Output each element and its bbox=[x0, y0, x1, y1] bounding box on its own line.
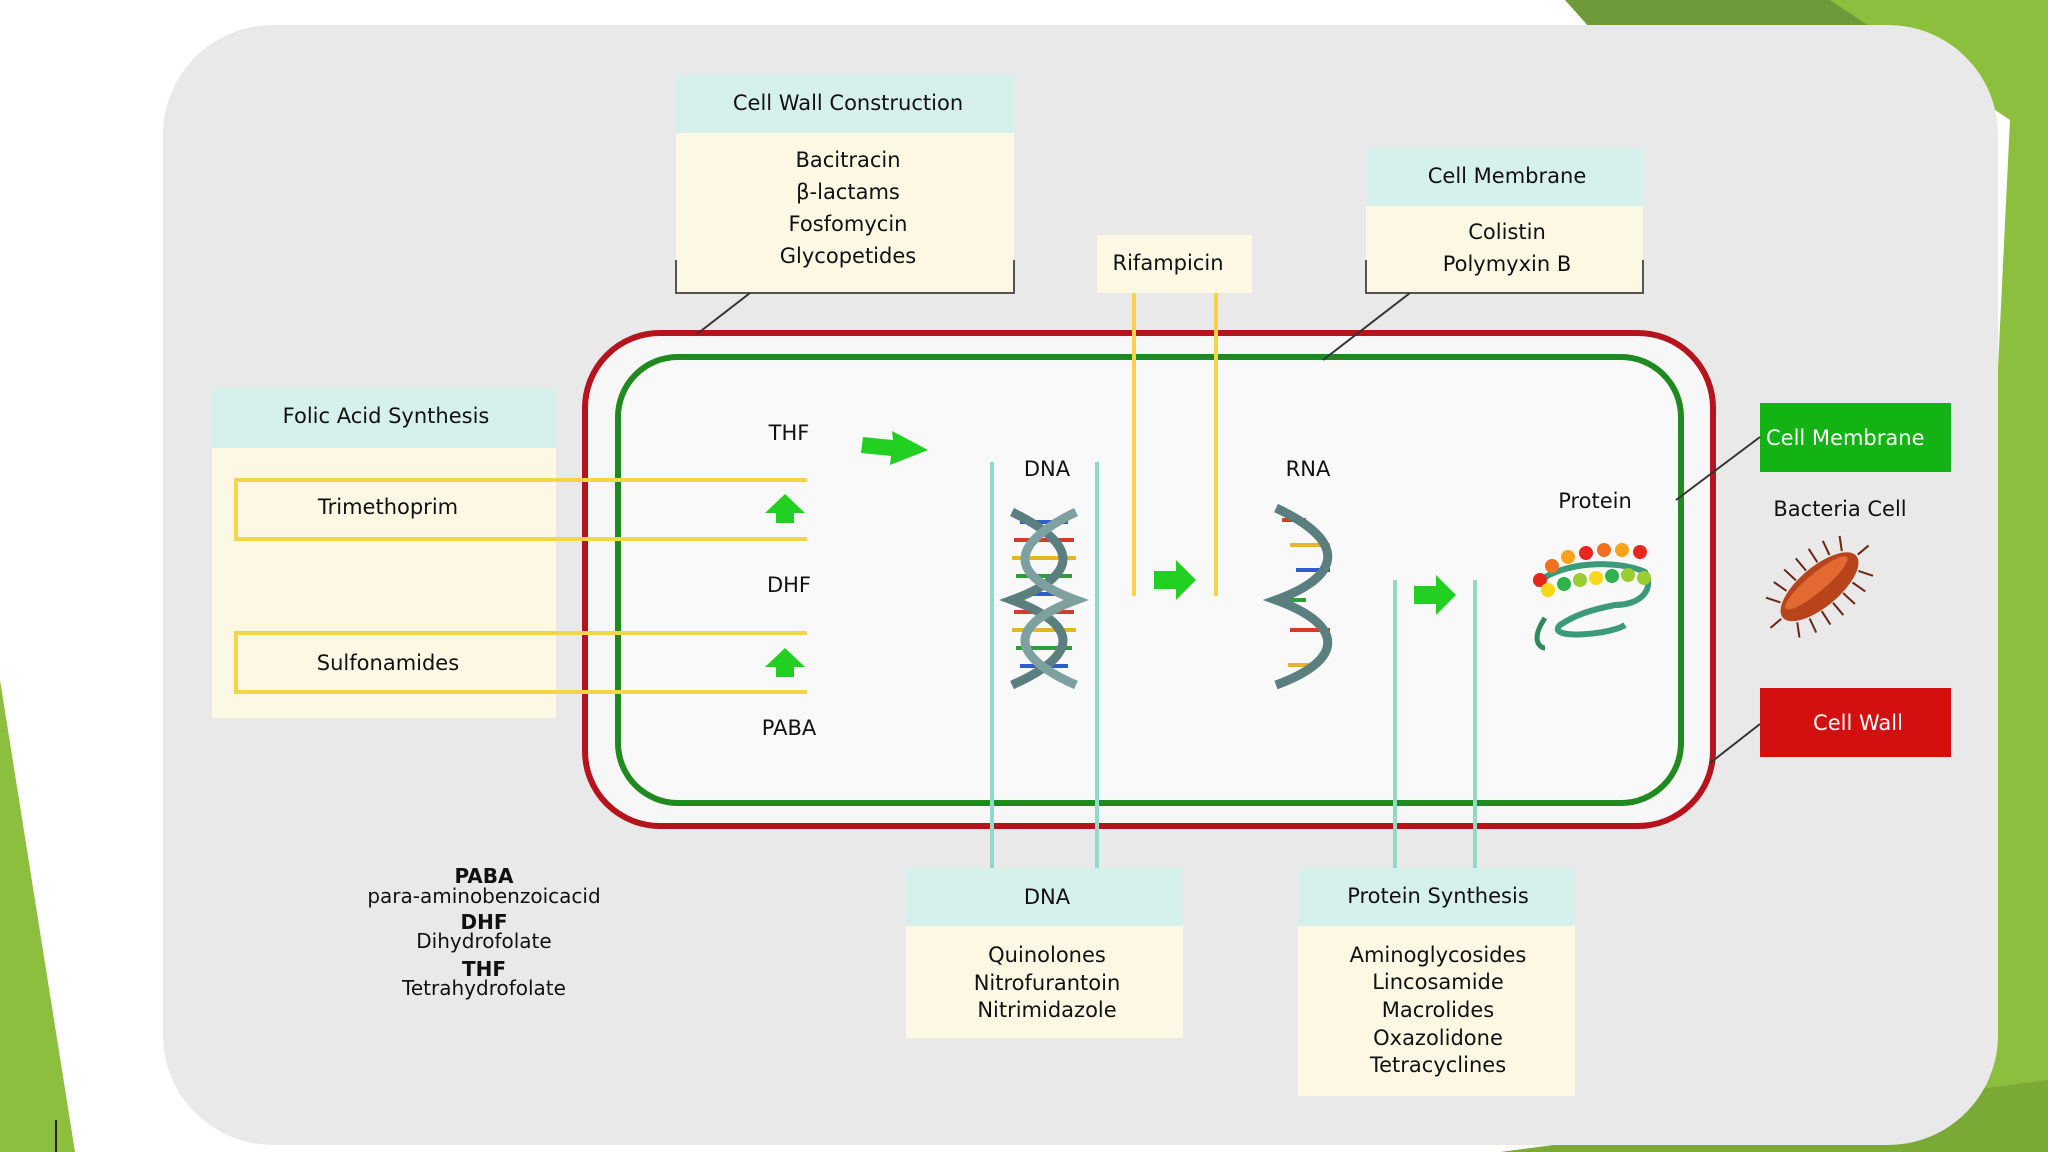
cell-membrane-connector bbox=[1322, 292, 1411, 361]
cell-membrane-outline bbox=[615, 354, 1684, 806]
rna-helix-icon bbox=[1262, 503, 1333, 690]
macrolides-label: Macrolides bbox=[1382, 998, 1494, 1022]
arrow-paba-to-dhf bbox=[765, 648, 805, 677]
protein-synthesis-box: Protein Synthesis Aminoglycosides Lincos… bbox=[1298, 868, 1575, 1096]
bacitracin-label: Bacitracin bbox=[795, 148, 900, 172]
abbr-dhf-full: Dihydrofolate bbox=[416, 929, 551, 953]
folic-acid-header bbox=[212, 388, 556, 448]
cell-membrane-title: Cell Membrane bbox=[1428, 164, 1586, 188]
protein-chain-icon bbox=[1532, 543, 1652, 651]
abbr-paba-full: para-aminobenzoicacid bbox=[367, 884, 600, 908]
bacteria-cell-icon bbox=[1765, 535, 1874, 638]
abbr-paba: PABA bbox=[454, 864, 514, 888]
arrow-dhf-to-thf bbox=[765, 494, 805, 523]
arrow-dna-to-rna bbox=[1154, 560, 1196, 600]
legend-cell-membrane-label: Cell Membrane bbox=[1766, 426, 1924, 450]
nitrimidazole-label: Nitrimidazole bbox=[977, 998, 1116, 1022]
colistin-label: Colistin bbox=[1468, 220, 1546, 244]
cell-wall-connector bbox=[696, 292, 751, 335]
protein-synthesis-title: Protein Synthesis bbox=[1347, 884, 1529, 908]
folic-acid-title: Folic Acid Synthesis bbox=[283, 404, 490, 428]
dna-inhibitor-box: DNA Quinolones Nitrofurantoin Nitrimidaz… bbox=[906, 868, 1183, 1038]
abbr-dhf: DHF bbox=[460, 910, 507, 934]
trimethoprim-label: Trimethoprim bbox=[317, 495, 458, 519]
cell-wall-construction-box: Cell Wall Construction Bacitracin β-lact… bbox=[675, 75, 1015, 294]
quinolones-label: Quinolones bbox=[988, 943, 1106, 967]
abbreviations-legend: PABA para-aminobenzoicacid DHF Dihydrofo… bbox=[367, 864, 600, 1000]
legend-cell-wall-label: Cell Wall bbox=[1813, 711, 1903, 735]
legend-wall-connector bbox=[1709, 723, 1761, 764]
abbr-thf: THF bbox=[462, 957, 506, 981]
lincosamide-label: Lincosamide bbox=[1372, 970, 1504, 994]
legend-cell-membrane-box bbox=[1760, 403, 1951, 472]
legend-bacteria-cell-label: Bacteria Cell bbox=[1773, 497, 1906, 521]
beta-lactams-label: β-lactams bbox=[796, 180, 900, 204]
dna-box-title: DNA bbox=[1024, 885, 1071, 909]
cell-membrane-box: Cell Membrane Colistin Polymyxin B bbox=[1365, 148, 1644, 294]
glycopeptides-label: Glycopetides bbox=[780, 244, 916, 268]
aminoglycosides-label: Aminoglycosides bbox=[1350, 943, 1527, 967]
thf-label: THF bbox=[768, 421, 810, 445]
protein-label: Protein bbox=[1558, 489, 1632, 513]
dna-label: DNA bbox=[1024, 457, 1071, 481]
legend-membrane-connector bbox=[1675, 436, 1761, 501]
sulfonamides-bracket bbox=[234, 631, 807, 694]
dhf-label: DHF bbox=[767, 573, 811, 597]
tetracyclines-label: Tetracyclines bbox=[1369, 1053, 1506, 1077]
fosfomycin-label: Fosfomycin bbox=[789, 212, 908, 236]
nitrofurantoin-label: Nitrofurantoin bbox=[974, 971, 1121, 995]
legend-cell-wall-box bbox=[1760, 688, 1951, 757]
dna-helix-icon bbox=[998, 507, 1090, 690]
rifampicin-box bbox=[1097, 235, 1252, 293]
rna-label: RNA bbox=[1286, 457, 1331, 481]
rifampicin-label: Rifampicin bbox=[1113, 251, 1224, 275]
cell-wall-construction-title: Cell Wall Construction bbox=[733, 91, 963, 115]
polymyxin-b-label: Polymyxin B bbox=[1443, 252, 1572, 276]
arrow-rna-to-protein bbox=[1414, 575, 1456, 615]
paba-label: PABA bbox=[762, 716, 817, 740]
abbr-thf-full: Tetrahydrofolate bbox=[401, 976, 566, 1000]
left-green-triangle bbox=[0, 680, 75, 1152]
trimethoprim-bracket bbox=[234, 478, 807, 541]
oxazolidone-label: Oxazolidone bbox=[1373, 1026, 1503, 1050]
sulfonamides-label: Sulfonamides bbox=[317, 651, 459, 675]
arrow-folate-to-dna bbox=[861, 431, 928, 465]
